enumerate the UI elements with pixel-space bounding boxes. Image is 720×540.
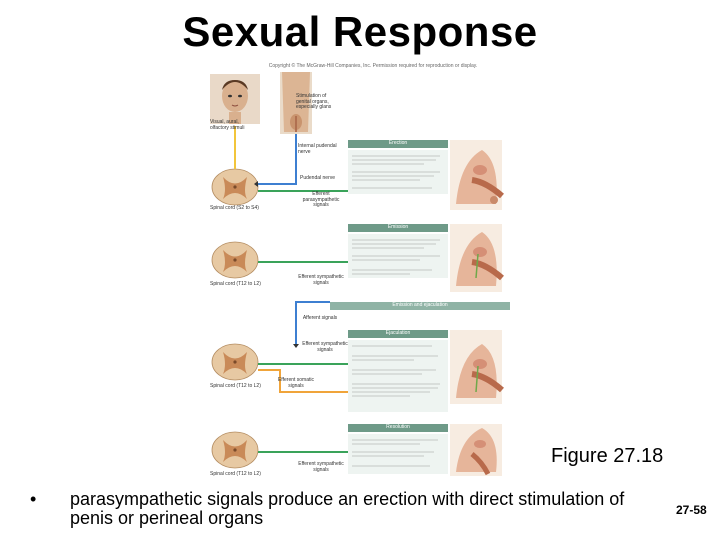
banner-resolution: Resolution [348,425,448,431]
emission-panel [348,224,448,278]
label-somatic-signals: Efferent somatic signals [276,378,316,389]
pelvis-image-ejaculation [450,330,502,404]
label-spinal-cord-1: Spinal cord (S2 to S4) [210,206,270,212]
banner-ejaculation: Ejaculation [348,331,448,337]
resolution-panel [348,424,448,474]
spinal-cord-section-3 [212,344,258,380]
bullet-icon: • [30,490,36,509]
figure-caption: Figure 27.18 [551,445,663,468]
label-sympathetic-signals-3: Efferent sympathetic signals [296,462,346,473]
page-number: 27-58 [676,503,707,517]
pelvis-image-emission [450,224,502,292]
banner-erection: Erection [348,141,448,147]
sexual-response-figure: Visual, aural, olfactory stimuli Stimula… [210,72,530,492]
banner-emission: Emission [348,225,448,231]
page-title: Sexual Response [0,8,720,56]
banner-phase: Emission and ejaculation [330,303,510,309]
erection-panel [348,140,448,194]
spinal-cord-section-4 [212,432,258,468]
label-internal-pudendal-nerve: Internal pudendal nerve [298,144,344,155]
label-pudendal-nerve: Pudendal nerve [300,176,346,182]
label-sympathetic-signals-1: Efferent sympathetic signals [296,275,346,286]
label-sympathetic-signals-2: Efferent sympathetic signals [300,342,350,353]
pelvis-image-erection [450,140,502,210]
label-tactile-stimulation: Stimulation of genital organs, especiall… [296,94,340,111]
label-afferent-signals: Afferent signals [300,316,340,322]
spinal-cord-section-2 [212,242,258,278]
bullet-text: parasympathetic signals produce an erect… [70,490,670,528]
copyright-notice: Copyright © The McGraw-Hill Companies, I… [228,63,518,69]
label-visual-stimuli: Visual, aural, olfactory stimuli [210,120,254,131]
spinal-cord-section-1 [212,169,258,205]
head-image [210,74,260,124]
label-spinal-cord-3: Spinal cord (T12 to L2) [210,384,270,390]
label-parasympathetic-signals: Efferent parasympathetic signals [296,192,346,209]
ejaculation-panel [348,330,448,412]
label-spinal-cord-4: Spinal cord (T12 to L2) [210,472,270,478]
pelvis-image-resolution [450,424,502,476]
label-spinal-cord-2: Spinal cord (T12 to L2) [210,282,270,288]
